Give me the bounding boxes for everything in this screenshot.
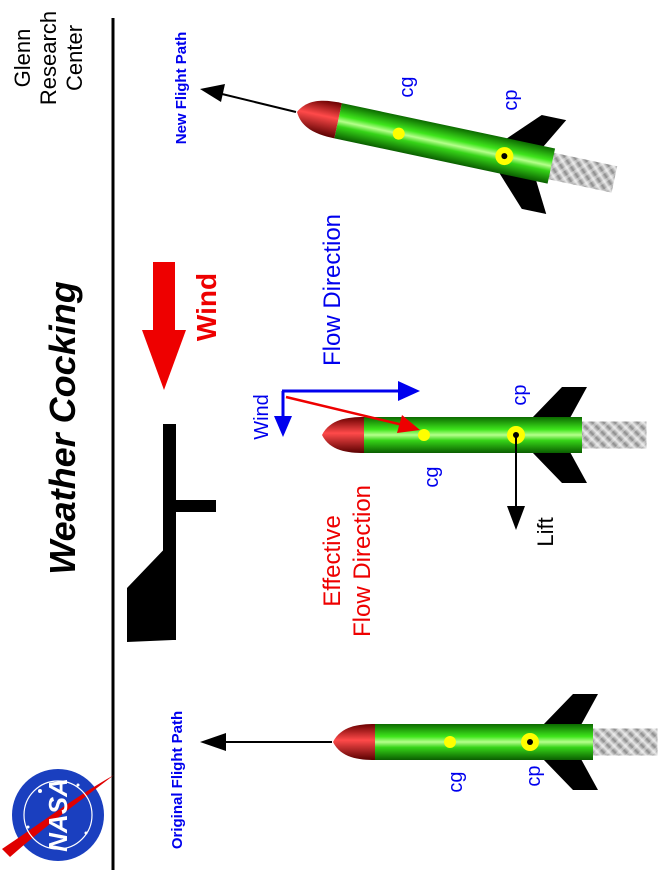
nasa-logo-text: NASA	[43, 778, 73, 852]
new-path-label-group: New Flight Path	[173, 32, 190, 145]
rocket-new-path-cg-marker	[392, 127, 405, 140]
wind-label: Wind	[191, 273, 222, 341]
r1-cp-label-group: cp	[523, 765, 545, 786]
title-group: Weather Cocking	[42, 281, 83, 574]
r3-cp-label-group: cp	[500, 89, 522, 110]
wind-small-label: Wind	[251, 394, 273, 440]
wind-arrow-big	[142, 262, 186, 390]
new-flight-path-label: New Flight Path	[173, 32, 190, 145]
launch-pad	[127, 424, 216, 642]
wind-small-label-group: Wind	[251, 394, 273, 440]
original-path-label-group: Original Flight Path	[169, 711, 186, 849]
rocket-original	[332, 693, 659, 791]
rocket-weathercocking-cp-label: cp	[509, 384, 531, 405]
rocket-new-path-cp-label: cp	[500, 89, 522, 110]
rocket-original-cp-label: cp	[523, 765, 545, 786]
nasa-logo: NASA	[2, 769, 114, 861]
original-flight-path-arrow	[200, 733, 332, 751]
flow-direction-arrow	[282, 381, 420, 401]
flow-direction-label-group: Flow Direction	[319, 214, 346, 366]
lift-arrow	[507, 436, 525, 530]
r1-cg-label-group: cg	[445, 771, 467, 792]
flow-direction-label: Flow Direction	[319, 214, 346, 366]
page-title: Weather Cocking	[42, 281, 83, 574]
rocket-new-path-cg-label: cg	[396, 76, 418, 97]
r3-cg-label-group: cg	[396, 76, 418, 97]
lift-label: Lift	[533, 517, 558, 546]
org-line-1: Glenn	[10, 29, 35, 88]
rocket-new-path	[286, 64, 626, 228]
org-line-2: Research	[36, 11, 61, 105]
org-line-3: Center	[62, 25, 87, 91]
org-group: Glenn Research Center	[10, 11, 87, 105]
rocket-original-cg-marker	[444, 736, 456, 748]
effective-flow-label-group: Effective Flow Direction	[319, 485, 376, 637]
effective-flow-label-line2: Flow Direction	[349, 485, 376, 637]
rocket-weathercocking-cg-marker	[418, 429, 430, 441]
lift-label-group: Lift	[533, 517, 558, 546]
original-flight-path-label: Original Flight Path	[169, 711, 186, 849]
new-flight-path-arrow	[200, 84, 297, 113]
wind-label-group: Wind	[191, 273, 222, 341]
rocket-weathercocking	[321, 386, 648, 484]
r2-cp-label-group: cp	[509, 384, 531, 405]
wind-small-arrow	[274, 391, 292, 437]
effective-flow-arrow	[285, 395, 420, 433]
rocket-original-cg-label: cg	[445, 771, 467, 792]
effective-flow-label-line1: Effective	[319, 515, 346, 607]
rocket-weathercocking-cg-label: cg	[421, 466, 443, 487]
r2-cg-label-group: cg	[421, 466, 443, 487]
